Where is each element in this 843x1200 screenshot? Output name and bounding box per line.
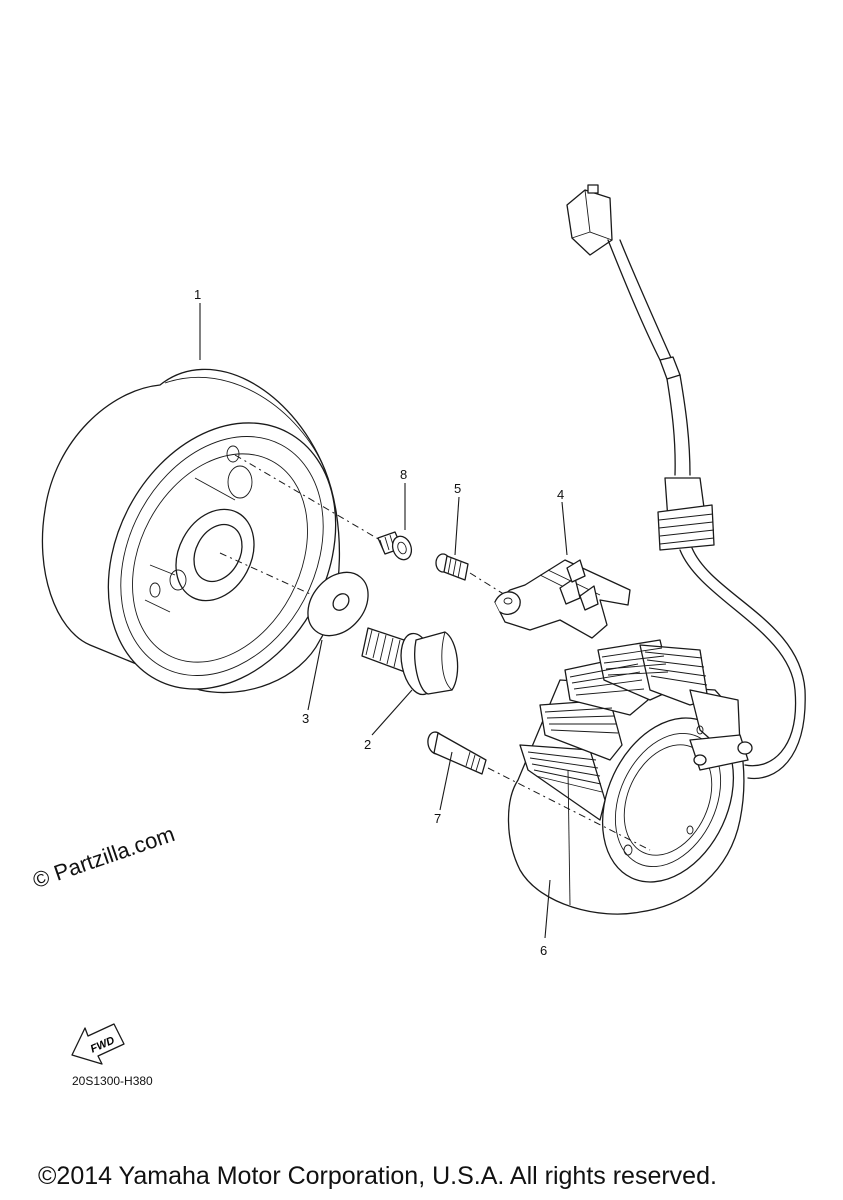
callout-6: 6 bbox=[540, 943, 548, 958]
washer-3 bbox=[307, 571, 369, 637]
bolt-7 bbox=[427, 731, 487, 775]
bolt-2 bbox=[361, 627, 459, 696]
bolt-8 bbox=[377, 531, 413, 561]
stator-6 bbox=[507, 184, 806, 915]
figure-code: 20S1300-H380 bbox=[72, 1074, 153, 1088]
copyright-notice: ©2014 Yamaha Motor Corporation, U.S.A. A… bbox=[38, 1162, 717, 1190]
callout-7: 7 bbox=[434, 811, 442, 826]
callout-4: 4 bbox=[557, 487, 565, 502]
flywheel-rotor bbox=[41, 368, 341, 694]
stator-coils bbox=[519, 639, 741, 821]
callout-8: 8 bbox=[400, 467, 408, 482]
leader-lines bbox=[199, 303, 568, 939]
callout-2: 2 bbox=[364, 737, 372, 752]
fwd-arrow-icon: FWD bbox=[71, 1023, 125, 1065]
callout-5: 5 bbox=[454, 481, 462, 496]
callout-3: 3 bbox=[302, 711, 310, 726]
screw-5 bbox=[435, 553, 469, 581]
bracket-4 bbox=[494, 559, 631, 639]
callout-1: 1 bbox=[194, 287, 202, 302]
